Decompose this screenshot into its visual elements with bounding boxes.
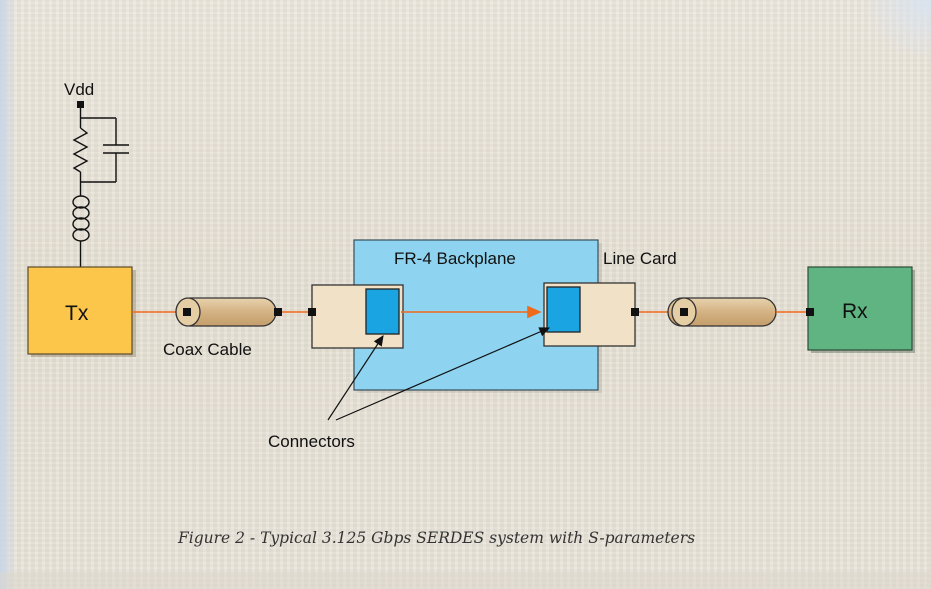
coax-left-center-pin [183, 308, 191, 316]
tx-label: Tx [65, 302, 89, 325]
rx-block: Rx [806, 266, 915, 353]
left-line-card [308, 284, 404, 349]
resistor-icon [72, 127, 89, 173]
inductor-icon [72, 195, 90, 242]
connectors-callout: Connectors [268, 327, 551, 451]
right-line-card [543, 282, 639, 347]
tx-block: Tx [27, 266, 136, 357]
coax-cable-left [175, 297, 282, 327]
line-card-label: Line Card [603, 249, 677, 268]
vdd-label: Vdd [64, 80, 94, 99]
capacitor-icon [103, 144, 129, 154]
vdd-terminal [77, 101, 84, 108]
connector-left [365, 288, 400, 335]
figure-caption: Figure 2 - Typical 3.125 Gbps SERDES sys… [177, 529, 695, 547]
vdd-supply-network: Vdd [64, 80, 129, 268]
coax-cable-label: Coax Cable [163, 340, 252, 359]
rx-label: Rx [842, 300, 868, 323]
connector-right [546, 286, 581, 333]
backplane-label: FR-4 Backplane [394, 249, 516, 268]
connectors-label: Connectors [268, 432, 355, 451]
coax-right-center-pin [680, 308, 688, 316]
coax-cable-right [667, 297, 777, 327]
